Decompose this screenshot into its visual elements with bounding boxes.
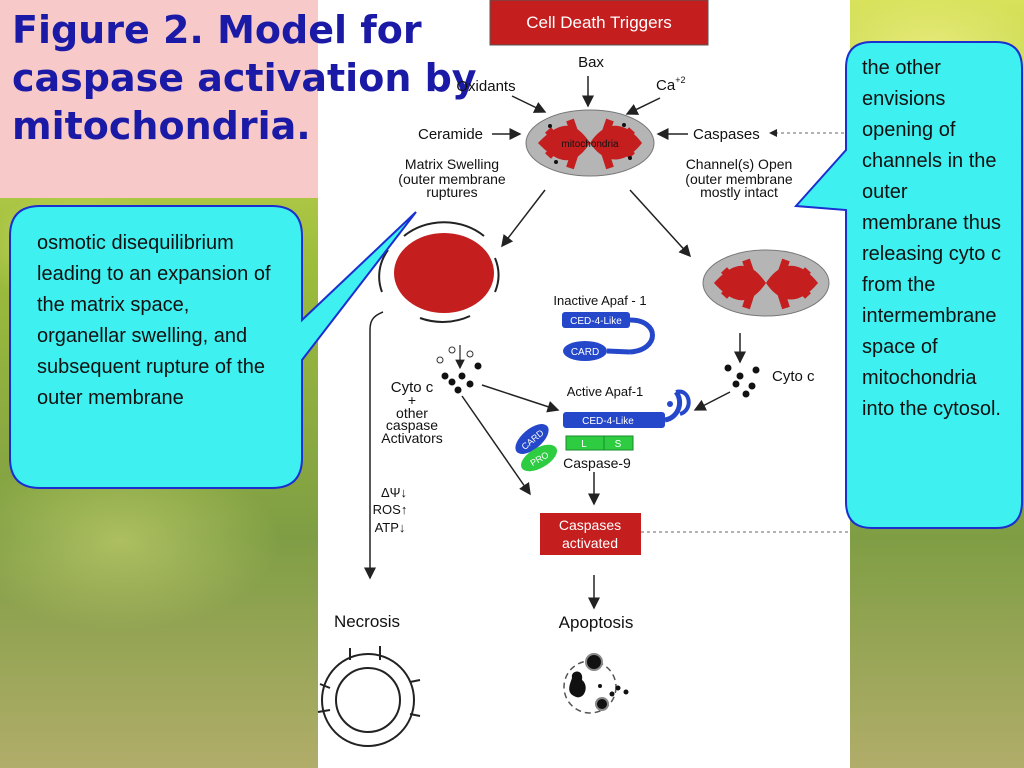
cyto-c-dots-left [436,346,482,394]
cyto-c-left-line5: Activators [381,430,442,446]
cyto-c-right-label: Cyto c [772,368,815,385]
matrix-swelling-line3: ruptures [426,184,477,200]
active-card-oval [515,424,549,454]
inactive-card-label: CARD [571,347,599,358]
cell-death-triggers-box [489,0,709,46]
left-branch-arrow [501,189,546,248]
cyto-c-left-line4: caspase [386,417,438,433]
activators-arrow [481,384,560,413]
cyto-c-dots-right [724,364,760,398]
caspase9-label: Caspase-9 [563,455,631,471]
inactive-ced4-box [562,312,630,328]
cyto-c-left-line3: other [396,405,428,421]
caspases-trigger-label: Caspases [693,126,760,143]
pro-oval [520,444,558,472]
apoptosis-label: Apoptosis [559,613,634,632]
callout-right-text: the other envisions opening of channels … [862,57,1001,420]
ros-label: ROS↑ [373,502,408,517]
psi-label: ΔΨ↓ [381,485,407,500]
swollen-mitochondrion [378,221,500,323]
central-mitochondrion [525,109,655,177]
intact-mitochondrion [702,249,830,317]
title-box [0,0,318,198]
necrotic-cell [317,646,421,747]
caspases-activated-line2: activated [562,535,618,551]
right-branch-arrow [629,189,692,258]
caspases-activated-line1: Caspases [559,517,621,533]
active-ced4-box [563,412,665,428]
caspase9-box [565,435,634,451]
callout-right-bubble [793,41,1023,529]
slide-title: Figure 2. Model for caspase activation b… [12,6,572,150]
cyto-to-apaf-arrow [693,391,731,411]
necrosis-arrow [364,311,384,580]
active-apaf-label: Active Apaf-1 [567,384,644,399]
oxidants-label: Oxidants [456,78,515,95]
callout-left-bubble [9,205,417,489]
cell-death-triggers-label: Cell Death Triggers [526,13,672,32]
callout-left-text: osmotic disequilibrium leading to an exp… [37,232,271,409]
apoptotic-cell [563,653,629,714]
title-rest: Model for caspase activation by mitochon… [12,8,477,148]
l-label: L [581,439,587,450]
channels-open-line2: (outer membrane [685,171,793,187]
active-ced4-label: CED-4-Like [582,416,634,427]
ca-arrow [625,97,661,115]
matrix-swelling-line1: Matrix Swelling [405,156,499,172]
channels-open-line3: mostly intact [700,184,778,200]
cyto-c-left-line2: + [408,392,416,408]
cyto-c-left-line1: Cyto c [391,379,434,396]
matrix-swelling-line2: (outer membrane [398,171,506,187]
oxidants-arrow [511,95,547,113]
s-label: S [615,439,622,450]
necrosis-label: Necrosis [334,612,400,631]
bax-label: Bax [578,54,604,71]
title-bold: Figure 2. [12,8,204,52]
activators-to-caspases-arrow [461,395,531,496]
mitochondria-label: mitochondria [561,139,619,150]
atp-label: ATP↓ [375,520,406,535]
caspases-activated-box [540,513,641,555]
ca-label: Ca+2 [656,75,685,94]
channels-open-line1: Channel(s) Open [686,156,793,172]
inactive-apaf-label: Inactive Apaf - 1 [553,293,646,308]
ceramide-label: Ceramide [418,126,483,143]
inactive-card-oval [563,341,607,361]
inactive-ced4-label: CED-4-Like [570,316,622,327]
